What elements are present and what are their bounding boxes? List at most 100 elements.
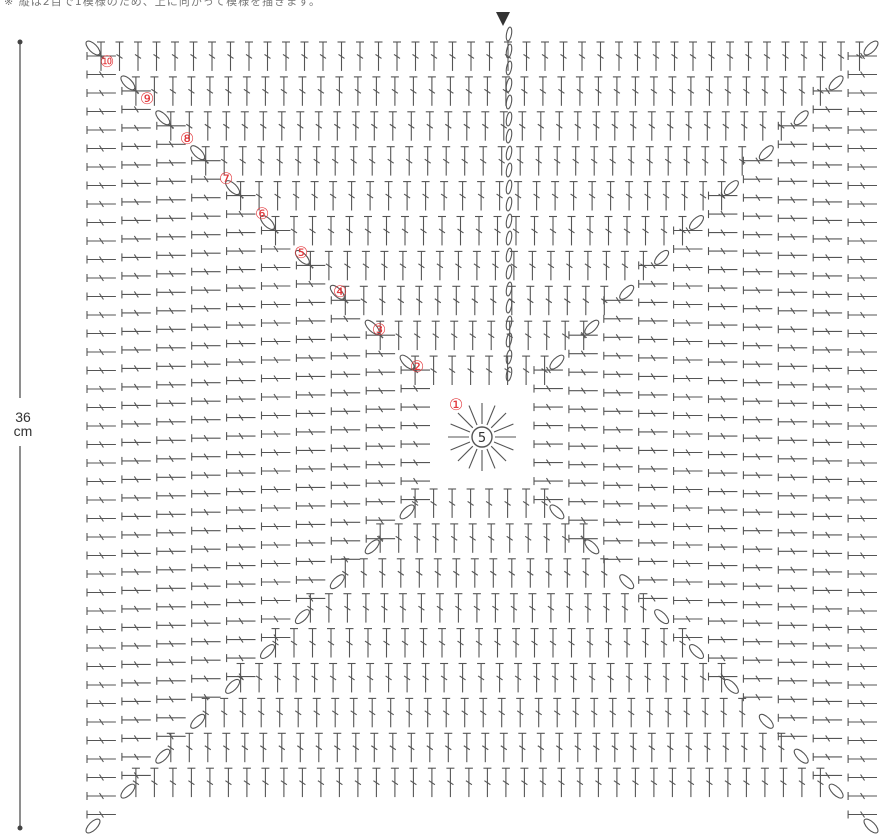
stitch-symbol (407, 733, 415, 762)
stitch-symbol (313, 698, 321, 727)
stitch-symbol (403, 664, 411, 693)
stitch-symbol (625, 182, 633, 211)
stitch-symbol (485, 489, 493, 518)
stitch-symbol (621, 594, 629, 623)
stitch-symbol (227, 395, 256, 403)
chain-stitch-icon (687, 642, 705, 660)
stitch-symbol (534, 403, 563, 411)
stitch-symbol (674, 245, 703, 253)
stitch-symbol (813, 142, 842, 150)
stitch-symbol (644, 182, 652, 211)
stitch-symbol (646, 698, 654, 727)
stitch-symbol (157, 233, 186, 241)
stitch-symbol (778, 140, 807, 148)
round-number: ③ (372, 320, 386, 339)
stitch-symbol (848, 330, 877, 338)
stitch-symbol (192, 212, 221, 220)
stitch-symbol (192, 268, 221, 276)
stitch-symbol (192, 231, 221, 239)
stitch-symbol (153, 42, 161, 71)
stitch-symbol (122, 438, 151, 446)
stitch-symbol (639, 354, 668, 362)
stitch-symbol (87, 71, 116, 79)
stitch-symbol (467, 489, 475, 518)
stitch-symbol (604, 370, 633, 378)
stitch-symbol (401, 403, 430, 411)
stitch-symbol (87, 256, 116, 264)
stitch-symbol (261, 768, 269, 797)
stitch-symbol (352, 733, 360, 762)
stitch-symbol (848, 256, 877, 264)
stitch-symbol (535, 147, 543, 176)
stitch-symbol (157, 307, 186, 315)
stitch-symbol (348, 664, 356, 693)
chain-stitch-icon (398, 503, 416, 521)
stitch-symbol (432, 321, 440, 350)
stitch-symbol (551, 182, 559, 211)
stitch-symbol (584, 594, 592, 623)
stitch-symbol (343, 251, 351, 280)
stitch-symbol (372, 77, 380, 106)
stitch-symbol (87, 496, 116, 504)
stitch-symbol (428, 77, 436, 106)
stitch-symbol (534, 496, 563, 504)
stitch-symbol (533, 182, 541, 211)
stitch-symbol (743, 416, 772, 424)
stitch-symbol (185, 733, 193, 762)
stitch-symbol (541, 489, 549, 518)
stitch-symbol (192, 638, 221, 646)
stitch-symbol (471, 559, 479, 588)
stitch-symbol (639, 317, 668, 325)
stitch-symbol (848, 663, 877, 671)
stitch-symbol (298, 768, 306, 797)
chain-stitch-icon (827, 782, 845, 800)
stitch-symbol (481, 733, 489, 762)
stitch-symbol (674, 282, 703, 290)
stitch-symbol (534, 366, 563, 374)
stitch-symbol (401, 440, 430, 448)
stitch-symbol (227, 229, 256, 237)
stitch-symbol (430, 489, 438, 518)
stitch-symbol (366, 424, 395, 432)
stitch-symbol (370, 733, 378, 762)
stitch-symbol (494, 217, 502, 246)
stitch-symbol (296, 483, 325, 491)
stitch-symbol (454, 251, 462, 280)
stitch-symbol (740, 733, 748, 762)
stitch-symbol (224, 768, 232, 797)
stitch-symbol (644, 664, 652, 693)
stitch-symbol (362, 251, 370, 280)
stitch-symbol (668, 77, 676, 106)
stitch-symbol (605, 629, 613, 658)
stitch-symbol (778, 251, 807, 259)
stitch-symbol (411, 489, 419, 518)
stitch-symbol (848, 589, 877, 597)
stitch-symbol (590, 147, 598, 176)
stitch-symbol (405, 698, 413, 727)
stitch-symbol (227, 210, 256, 218)
stitch-symbol (227, 488, 256, 496)
stitch-symbol (227, 617, 256, 625)
stitch-symbol (778, 677, 807, 685)
stitch-symbol (520, 768, 528, 797)
stitch-symbol (524, 321, 532, 350)
stitch-symbol (494, 629, 502, 658)
stitch-symbol (674, 412, 703, 420)
stitch-symbol (157, 695, 186, 703)
stitch-symbol (683, 147, 691, 176)
stitch-symbol (296, 298, 325, 306)
stitch-symbol (537, 112, 545, 141)
stitch-symbol (360, 286, 368, 315)
stitch-symbol (401, 459, 430, 467)
stitch-symbol (87, 533, 116, 541)
stitch-symbol (604, 352, 633, 360)
stitch-symbol (813, 124, 842, 132)
stitch-symbol (674, 449, 703, 457)
stitch-symbol (531, 629, 539, 658)
stitch-symbol (604, 463, 633, 471)
stitch-symbol (264, 42, 272, 71)
stitch-symbol (262, 430, 291, 438)
start-marker-icon (496, 12, 510, 26)
stitch-symbol (594, 768, 602, 797)
stitch-symbol (604, 500, 633, 508)
